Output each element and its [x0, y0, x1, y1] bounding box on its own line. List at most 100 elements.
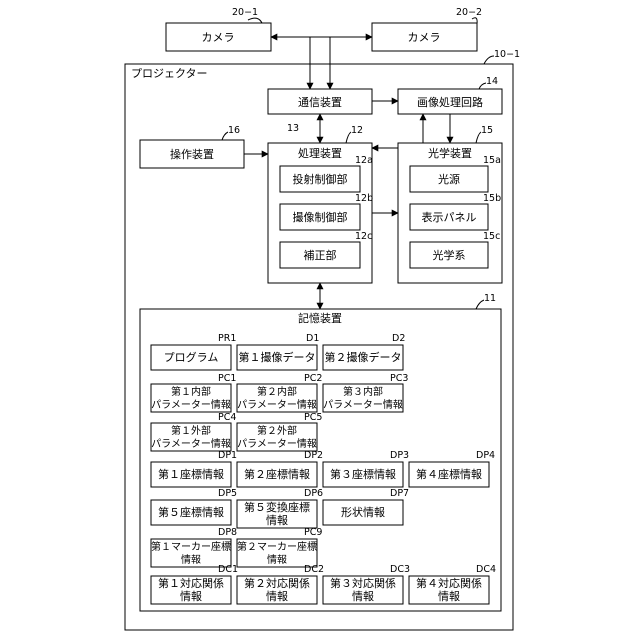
operation-device-label: 操作装置: [170, 147, 214, 161]
first-internal-param: 第１内部 パラメーター情報: [151, 384, 231, 412]
third-coord-info: 第３座標情報: [323, 462, 403, 487]
camera-1: カメラ: [166, 23, 271, 51]
correction-unit-label: 補正部: [304, 248, 337, 262]
second-correspondence-line2: 情報: [266, 590, 288, 603]
second-marker-coord-line2: 情報: [267, 553, 287, 566]
fourth-coord-info: 第４座標情報: [409, 462, 489, 487]
second-marker-coord-info: 第２マーカー座標 情報: [237, 539, 317, 567]
comm-device-label: 通信装置: [298, 96, 342, 109]
third-internal-param-ref: PC3: [390, 373, 408, 384]
light-source-ref: 15a: [483, 155, 501, 166]
fifth-converted-coord-line2: 情報: [266, 514, 288, 527]
fourth-coord-info-label: 第４座標情報: [416, 467, 482, 481]
second-internal-param-line2: パラメーター情報: [237, 398, 317, 411]
first-correspondence-info: 第１対応関係 情報: [151, 576, 231, 604]
third-correspondence-line1: 第３対応関係: [330, 576, 396, 590]
light-source-label: 光源: [438, 172, 460, 186]
second-marker-coord-line1: 第２マーカー座標: [237, 540, 317, 553]
capture-control-unit: 撮像制御部: [280, 204, 360, 230]
camera-1-leader: [248, 18, 262, 23]
fourth-correspondence-info: 第４対応関係 情報: [409, 576, 489, 604]
second-correspondence-info: 第２対応関係 情報: [237, 576, 317, 604]
shape-info-label: 形状情報: [341, 505, 385, 519]
first-correspondence-line1: 第１対応関係: [158, 576, 224, 590]
storage-device-label: 記憶装置: [298, 311, 342, 325]
second-correspondence-ref: DC2: [304, 564, 324, 575]
first-marker-coord-info: 第１マーカー座標 情報: [151, 539, 231, 567]
comm-device: 通信装置: [268, 89, 372, 114]
first-correspondence-ref: DC1: [218, 564, 238, 575]
first-marker-coord-line1: 第１マーカー座標: [151, 540, 231, 553]
second-correspondence-line1: 第２対応関係: [244, 576, 310, 590]
optical-device-ref: 15: [481, 125, 493, 136]
display-panel-ref: 15b: [483, 193, 501, 204]
capture-control-ref: 12b: [355, 193, 373, 204]
third-correspondence-line2: 情報: [352, 590, 374, 603]
correction-unit: 補正部: [280, 242, 360, 268]
camera-1-ref: 20−1: [232, 7, 258, 18]
projection-control-ref: 12a: [355, 155, 373, 166]
program-label: プログラム: [164, 350, 219, 364]
processing-device-ref: 12: [351, 125, 363, 136]
projection-control-unit: 投射制御部: [280, 166, 360, 192]
image-processing-circuit: 画像処理回路: [398, 89, 502, 114]
optical-device-label: 光学装置: [428, 146, 472, 160]
second-capture-data-ref: D2: [392, 333, 405, 344]
second-capture-data-label: 第２撮像データ: [325, 350, 402, 364]
third-correspondence-ref: DC3: [390, 564, 410, 575]
operation-device-ref: 16: [228, 125, 240, 136]
second-external-param: 第２外部 パラメーター情報: [237, 423, 317, 451]
first-coord-info-ref: DP1: [218, 450, 237, 461]
first-capture-data-ref: D1: [306, 333, 319, 344]
second-internal-param-ref: PC2: [304, 373, 322, 384]
fourth-correspondence-line1: 第４対応関係: [416, 576, 482, 590]
comm-device-ref: 13: [287, 123, 299, 134]
operation-device: 操作装置: [140, 140, 244, 168]
second-internal-param: 第２内部 パラメーター情報: [237, 384, 317, 412]
first-marker-coord-ref: DP8: [218, 527, 237, 538]
projector-label: プロジェクター: [131, 67, 208, 80]
fourth-correspondence-line2: 情報: [438, 590, 460, 603]
second-capture-data: 第２撮像データ: [323, 345, 403, 370]
second-marker-coord-ref: PC9: [304, 527, 322, 538]
light-source: 光源: [410, 166, 488, 192]
fifth-converted-coord-info: 第５変換座標 情報: [237, 500, 317, 528]
fourth-coord-info-ref: DP4: [476, 450, 495, 461]
first-coord-info: 第１座標情報: [151, 462, 231, 487]
second-internal-param-line1: 第２内部: [257, 385, 297, 398]
first-external-param-ref: PC4: [218, 412, 236, 423]
third-internal-param-line2: パラメーター情報: [323, 398, 403, 411]
shape-info-ref: DP7: [390, 488, 409, 499]
first-capture-data: 第１撮像データ: [237, 345, 317, 370]
third-internal-param-line1: 第３内部: [343, 385, 383, 398]
camera-2-ref: 20−2: [456, 7, 482, 18]
display-panel: 表示パネル: [410, 204, 488, 230]
third-correspondence-info: 第３対応関係 情報: [323, 576, 403, 604]
projection-control-label: 投射制御部: [293, 172, 348, 186]
camera-2-label: カメラ: [408, 31, 441, 44]
first-external-param-line2: パラメーター情報: [151, 437, 231, 450]
program-ref: PR1: [218, 333, 236, 344]
first-coord-info-label: 第１座標情報: [158, 467, 224, 481]
second-coord-info: 第２座標情報: [237, 462, 317, 487]
projector-leader: [484, 56, 494, 64]
fifth-converted-coord-line1: 第５変換座標: [244, 500, 310, 514]
second-coord-info-ref: DP2: [304, 450, 323, 461]
fourth-correspondence-ref: DC4: [476, 564, 496, 575]
optical-system: 光学系: [410, 242, 488, 268]
second-external-param-ref: PC5: [304, 412, 322, 423]
second-external-param-line2: パラメーター情報: [237, 437, 317, 450]
third-coord-info-label: 第３座標情報: [330, 467, 396, 481]
first-external-param-line1: 第１外部: [171, 424, 211, 437]
shape-info: 形状情報: [323, 500, 403, 525]
third-coord-info-ref: DP3: [390, 450, 409, 461]
first-external-param: 第１外部 パラメーター情報: [151, 423, 231, 451]
storage-device-ref: 11: [484, 293, 496, 304]
first-marker-coord-line2: 情報: [181, 553, 201, 566]
camera-2: カメラ: [372, 23, 477, 51]
first-internal-param-line1: 第１内部: [171, 385, 211, 398]
first-internal-param-line2: パラメーター情報: [151, 398, 231, 411]
second-external-param-line1: 第２外部: [257, 424, 297, 437]
display-panel-label: 表示パネル: [422, 210, 477, 224]
